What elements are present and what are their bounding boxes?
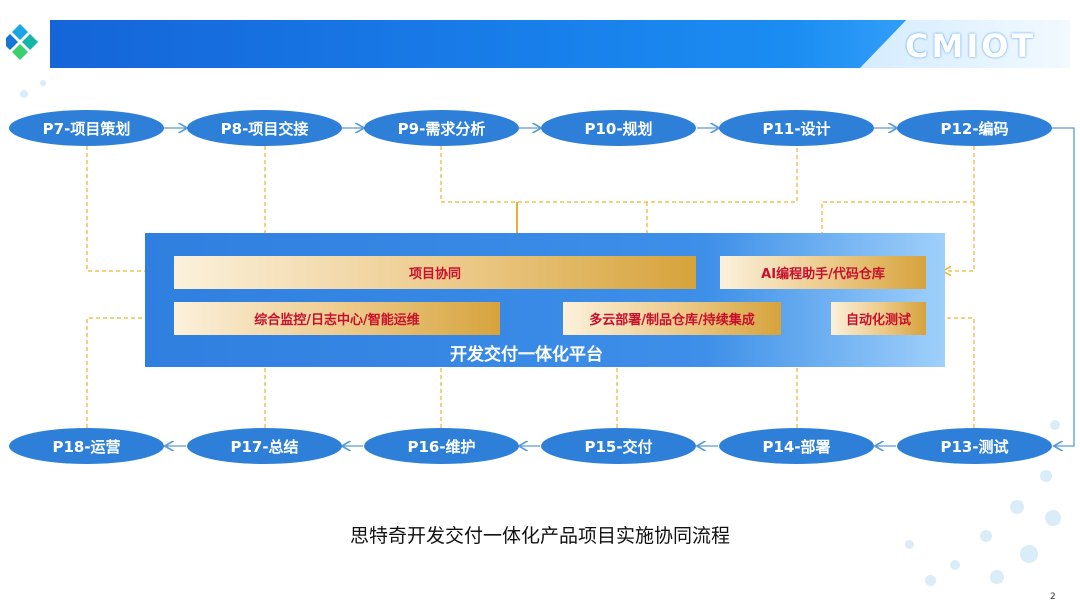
node-p11: P11-设计 (719, 110, 874, 146)
node-p7: P7-项目策划 (9, 110, 164, 146)
node-p18: P18-运营 (9, 428, 164, 464)
node-p8: P8-项目交接 (187, 110, 342, 146)
node-p15: P15-交付 (541, 428, 696, 464)
diagram-caption: 思特奇开发交付一体化产品项目实施协同流程 (349, 525, 730, 547)
module-project-collab: 项目协同 (174, 256, 696, 289)
decor-dot (980, 530, 992, 542)
node-p10: P10-规划 (541, 110, 696, 146)
node-p12: P12-编码 (897, 110, 1052, 146)
decor-dot (1050, 420, 1060, 430)
decor-dot (1045, 510, 1061, 526)
module-cloud-deploy: 多云部署/制品仓库/持续集成 (563, 302, 781, 335)
decor-dot (20, 90, 28, 98)
decor-dot (1010, 500, 1024, 514)
node-p9: P9-需求分析 (364, 110, 519, 146)
logo-icon (6, 24, 38, 60)
node-p14: P14-部署 (719, 428, 874, 464)
page-number: 2 (1050, 592, 1056, 602)
node-p13: P13-测试 (897, 428, 1052, 464)
module-monitoring: 综合监控/日志中心/智能运维 (174, 302, 500, 335)
decor-dot (925, 575, 936, 586)
brand-logo-text: CMIOT (905, 27, 1037, 65)
decor-dot (1040, 470, 1052, 482)
decor-dot (990, 570, 1004, 584)
module-ai-coding: AI编程助手/代码仓库 (720, 256, 926, 289)
module-auto-test: 自动化测试 (831, 302, 926, 335)
decor-dot (1020, 545, 1038, 563)
decor-dot (40, 80, 46, 86)
decor-dot (950, 560, 960, 570)
node-p17: P17-总结 (187, 428, 342, 464)
decor-dot (905, 540, 914, 549)
platform-panel (145, 233, 945, 367)
platform-label: 开发交付一体化平台 (450, 345, 603, 365)
node-p16: P16-维护 (364, 428, 519, 464)
